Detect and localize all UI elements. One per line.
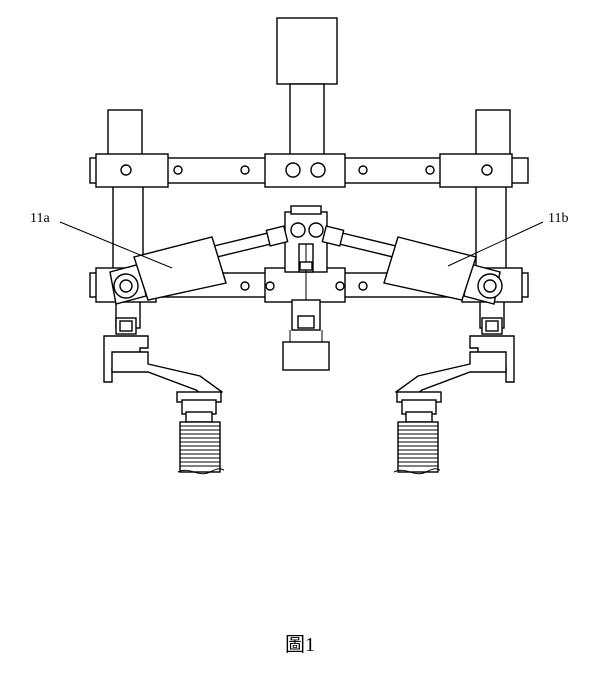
right-gripper-assembly [393,317,515,475]
label-11a-leader: 11a [30,211,173,269]
upper-cross-bar [89,153,529,188]
label-11a: 11a [30,211,50,226]
label-11b-leader: 11b [447,211,568,267]
left-actuator-11a [109,236,227,305]
left-linkage-arm [213,225,289,258]
left-gripper-assembly [103,317,225,475]
center-column [289,83,325,161]
center-clamp [282,205,330,371]
right-linkage-arm [321,225,397,258]
figure-caption: 圖1 [285,634,315,656]
label-11b: 11b [548,211,568,226]
top-motor-block [276,17,338,85]
right-actuator-11b [383,236,503,305]
